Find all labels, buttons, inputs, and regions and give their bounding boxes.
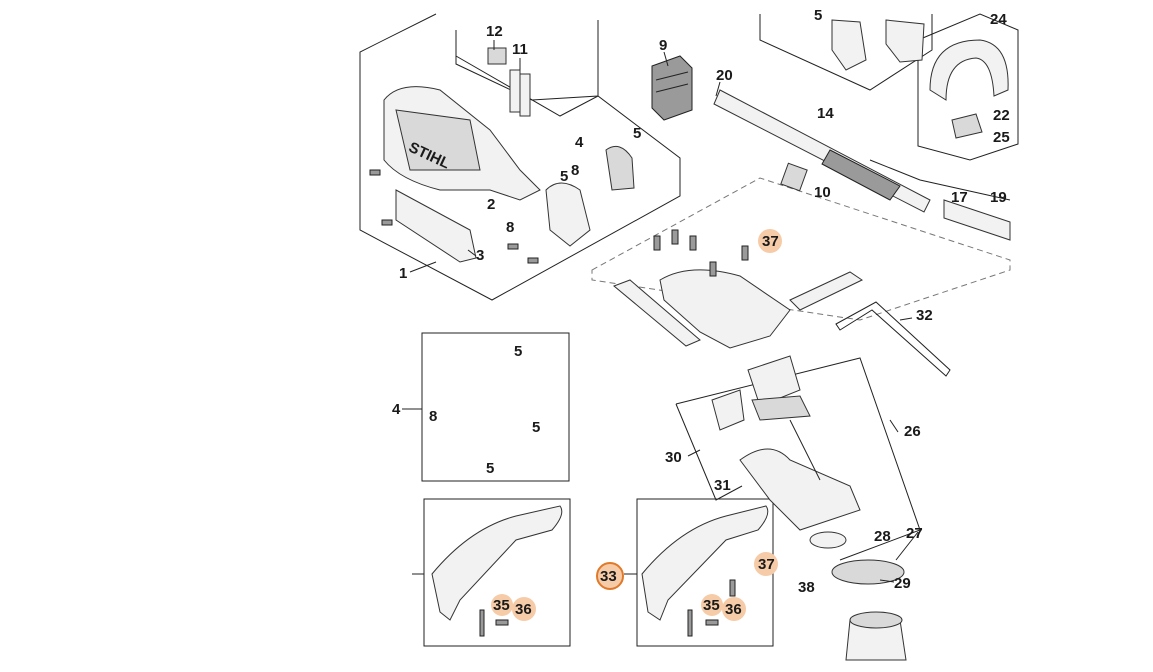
callout-36-left: 36 [515,601,532,618]
callout-4-upper: 4 [575,134,584,151]
cover-30-part [711,389,745,431]
shaft-part [713,89,931,213]
motor-housing-part: STIHL [383,86,541,201]
callout-29: 29 [894,575,911,592]
callout-28: 28 [874,528,891,545]
rear-handle-part [659,269,791,349]
callout-19: 19 [990,189,1007,206]
callout-8-mid: 8 [506,219,514,236]
callout-5-upper-left: 5 [560,168,568,185]
callout-37-lower: 37 [758,556,775,573]
frame-top-right [759,14,933,91]
trigger-inset-part [831,19,867,71]
callout-3: 3 [476,247,484,264]
callout-33: 33 [600,568,617,585]
front-grip-part [789,271,864,311]
callout-8-inset: 8 [429,408,437,425]
callout-10: 10 [814,184,831,201]
callout-5-inset-bottom: 5 [486,460,494,477]
callout-20: 20 [716,67,733,84]
screw-set-part [369,169,749,277]
callout-highlight-36a [512,597,536,621]
leader-lines [402,40,919,583]
callout-30: 30 [665,449,682,466]
callout-1: 1 [399,265,407,282]
callout-8-upper: 8 [571,162,579,179]
callout-11: 11 [512,41,528,58]
callout-12: 12 [486,23,503,40]
frame-switch-inset [455,20,599,101]
callout-25: 25 [993,129,1010,146]
tube-part [613,279,701,347]
battery-part [651,55,693,121]
callout-highlight-35a [491,594,513,616]
loop-handle-part [929,39,1009,101]
wire-bail-part [835,301,951,377]
guard-left-part [431,505,563,621]
callout-highlight-37b [754,552,778,576]
callout-5-upper-right: 5 [633,125,641,142]
callout-36-right: 36 [725,601,742,618]
frame-shaft-line [869,159,1011,201]
callout-22: 22 [993,107,1010,124]
callout-31: 31 [714,477,731,494]
callout-highlight-37a [758,229,782,253]
frame-handle-inset [917,13,1019,161]
callout-5-inset-top: 5 [514,343,522,360]
spool-part [809,531,907,661]
trigger-assembly-part [545,145,635,247]
callout-24: 24 [990,11,1007,28]
callout-4-inset: 4 [392,401,401,418]
frame-inset-guard-left [423,498,571,647]
side-cover-part [395,189,477,263]
callout-17: 17 [951,189,968,206]
callout-2: 2 [487,196,495,213]
frame-housing [359,13,681,301]
guard-screw-set [479,579,736,637]
frame-handle-dashed [591,177,1011,321]
connector-part [780,162,808,192]
callout-5-top: 5 [814,7,822,24]
callout-highlight-35b [701,594,723,616]
callout-35-left: 35 [493,597,510,614]
callout-37-upper: 37 [762,233,779,250]
callout-38: 38 [798,579,815,596]
trigger-inset-part-2 [885,19,925,63]
callout-5-inset-right: 5 [532,419,540,436]
callout-32: 32 [916,307,933,324]
switch-assembly-part [487,47,531,117]
shaft-label-part [943,199,1011,241]
callout-35-right: 35 [703,597,720,614]
callout-highlight-33 [596,562,624,590]
motor-head-part [739,355,861,531]
callout-26: 26 [904,423,921,440]
callout-9: 9 [659,37,667,54]
clamp-part [951,113,983,139]
callout-27: 27 [906,525,923,542]
callout-14: 14 [817,105,834,122]
callout-highlight-36b [722,597,746,621]
frame-inset-switch [421,332,570,482]
guard-right-part [641,505,769,621]
frame-head-group-2 [675,403,743,501]
